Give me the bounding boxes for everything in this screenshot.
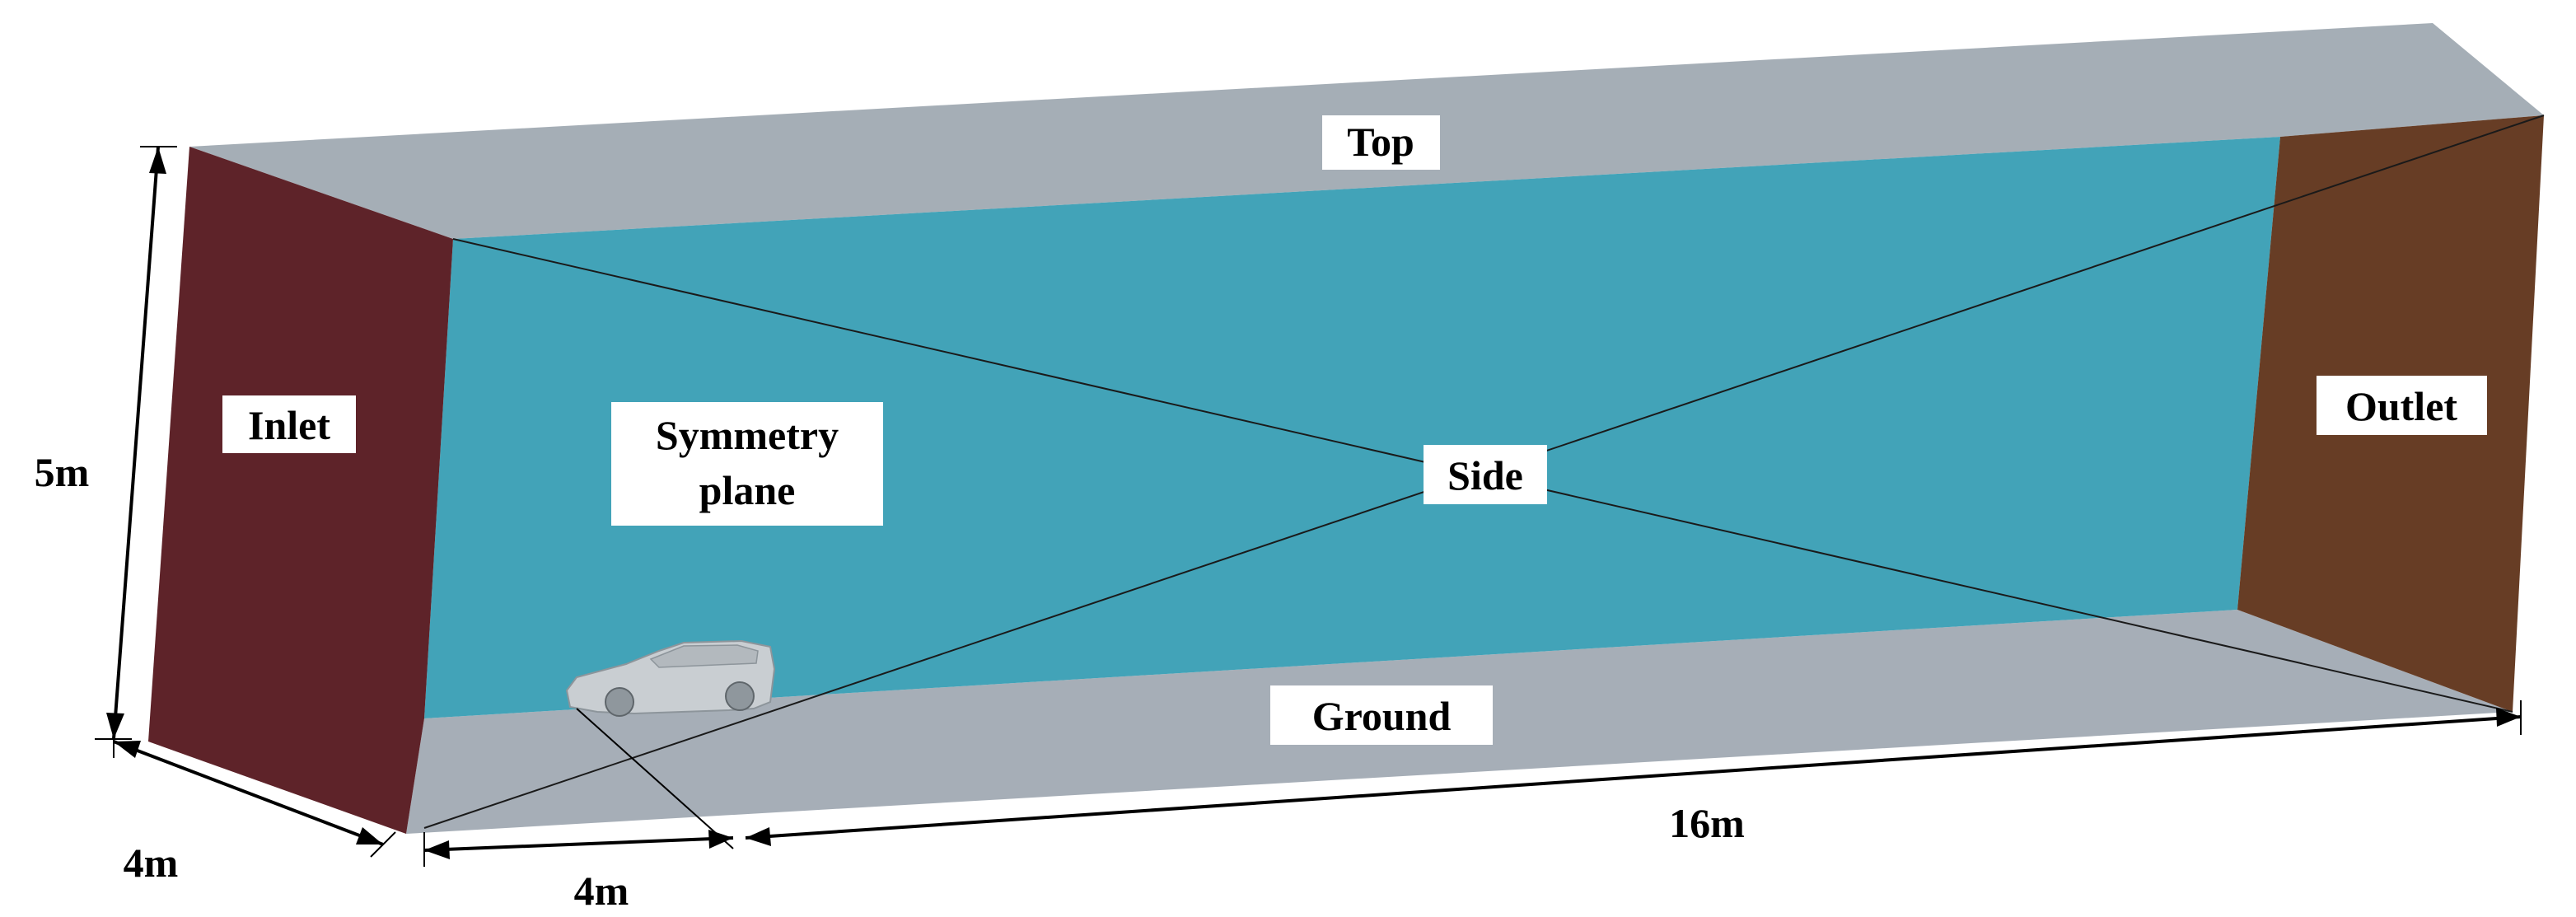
car-front-wheel	[605, 687, 634, 717]
symmetry-plane-label-box	[611, 402, 883, 526]
top-label: Top	[1347, 119, 1414, 165]
width-arrow-left	[114, 741, 141, 758]
upstream-arrow-right	[708, 830, 733, 849]
height-arrow-bottom	[106, 713, 124, 739]
height-arrow-top	[149, 147, 166, 174]
symmetry-plane-label-line2: plane	[699, 467, 796, 513]
upstream-dimension-line	[423, 836, 734, 852]
ground-label-box	[1270, 685, 1493, 745]
width-dimension-label: 4m	[124, 840, 179, 886]
outlet-label: Outlet	[2345, 383, 2457, 429]
car-extension-line	[576, 708, 734, 849]
downstream-arrow-right	[2496, 708, 2521, 727]
inlet-label-box	[222, 395, 356, 453]
side-label-box	[1424, 445, 1547, 504]
upstream-length-label: 4m	[574, 868, 629, 914]
symmetry-plane-face	[424, 137, 2280, 718]
downstream-dimension-line	[745, 715, 2522, 840]
top-label-box	[1322, 115, 1440, 170]
symmetry-plane-label-line1: Symmetry	[656, 412, 839, 458]
outlet-label-box	[2317, 376, 2487, 435]
width-dimension-line	[113, 740, 384, 846]
upstream-arrow-left	[424, 840, 450, 859]
car-rear-wheel	[725, 681, 755, 711]
inlet-label: Inlet	[248, 402, 330, 448]
height-dimension-label: 5m	[35, 449, 90, 495]
downstream-arrow-left	[746, 827, 771, 846]
width-arrow-right	[356, 827, 383, 844]
inlet-face	[148, 147, 453, 834]
ground-label: Ground	[1312, 693, 1452, 739]
downstream-length-label: 16m	[1669, 800, 1745, 846]
car-window	[649, 644, 759, 668]
side-label: Side	[1447, 452, 1523, 498]
height-dimension-line	[112, 146, 160, 740]
car-model	[565, 639, 776, 717]
